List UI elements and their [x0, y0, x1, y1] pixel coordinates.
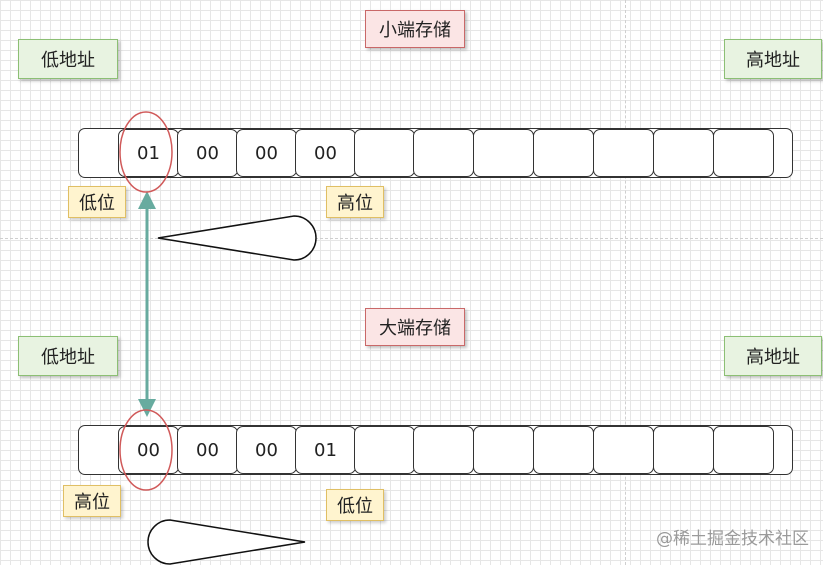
memory-cell[interactable]: 01	[118, 129, 179, 177]
top-low-address-label[interactable]: 低地址	[18, 39, 118, 79]
memory-cell[interactable]: 00	[177, 426, 238, 474]
grid-line	[625, 0, 626, 565]
bottom-memory-bar[interactable]: 00 00 00 01	[78, 425, 793, 475]
big-endian-title[interactable]: 大端存储	[365, 308, 465, 346]
top-low-bit-label[interactable]: 低位	[68, 186, 126, 218]
memory-cell[interactable]	[653, 129, 714, 177]
memory-cell[interactable]	[713, 129, 774, 177]
memory-cell[interactable]: 00	[236, 426, 297, 474]
memory-cell[interactable]: 00	[177, 129, 238, 177]
memory-cell[interactable]	[533, 426, 594, 474]
memory-cell[interactable]	[533, 129, 594, 177]
memory-cell[interactable]: 00	[295, 129, 356, 177]
top-high-bit-label[interactable]: 高位	[326, 186, 384, 218]
top-high-address-label[interactable]: 高地址	[724, 39, 822, 79]
memory-cell[interactable]: 01	[295, 426, 356, 474]
memory-cell[interactable]	[593, 129, 654, 177]
teardrop-pointer[interactable]	[147, 519, 306, 565]
memory-cell[interactable]	[354, 129, 415, 177]
grid-line	[0, 238, 823, 239]
watermark: @稀土掘金技术社区	[656, 529, 809, 549]
memory-cell[interactable]: 00	[236, 129, 297, 177]
little-endian-title[interactable]: 小端存储	[365, 10, 465, 48]
bottom-high-address-label[interactable]: 高地址	[724, 336, 822, 376]
top-memory-bar[interactable]: 01 00 00 00	[78, 128, 793, 178]
memory-cell[interactable]	[653, 426, 714, 474]
memory-cell[interactable]	[473, 426, 534, 474]
bottom-high-bit-label[interactable]: 高位	[63, 485, 121, 517]
memory-cell[interactable]	[473, 129, 534, 177]
memory-cell[interactable]	[593, 426, 654, 474]
memory-cell[interactable]: 00	[118, 426, 179, 474]
memory-cell[interactable]	[354, 426, 415, 474]
memory-cell[interactable]	[413, 129, 474, 177]
memory-cell[interactable]	[713, 426, 774, 474]
bottom-low-address-label[interactable]: 低地址	[18, 336, 118, 376]
bottom-low-bit-label[interactable]: 低位	[326, 489, 384, 521]
memory-cell[interactable]	[413, 426, 474, 474]
